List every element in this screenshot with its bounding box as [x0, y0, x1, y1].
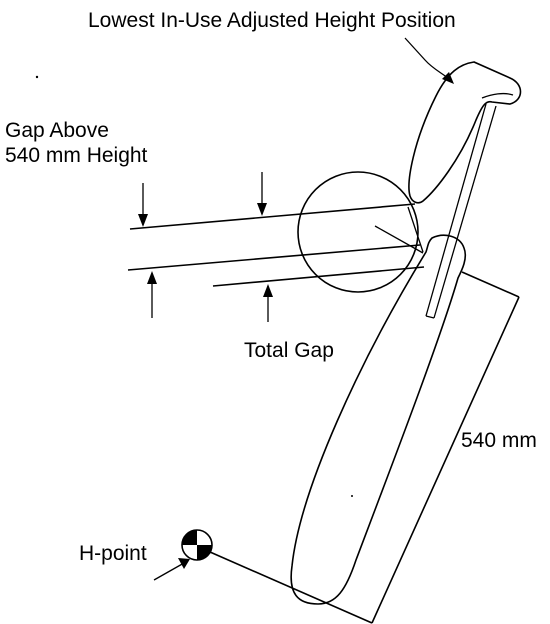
gap-above-arrow-left: [138, 183, 148, 227]
seat-back-outline: [290, 234, 467, 605]
gap-angle-lines: [374, 206, 424, 254]
upper-reference-line: [129, 203, 416, 230]
speck-mark: [351, 495, 353, 497]
lowest-position-arrow: [404, 37, 454, 84]
total-gap-arrow: [263, 284, 273, 322]
lowest-position-label: Lowest In-Use Adjusted Height Position: [88, 9, 456, 32]
dimension-540-label: 540 mm: [461, 429, 537, 452]
gap-detail-circle: [297, 171, 419, 293]
gap-below-arrow: [147, 271, 157, 318]
h-point-to-base-line: [209, 551, 373, 624]
total-gap-label: Total Gap: [244, 339, 334, 362]
head-restraint-inner-outline: [481, 92, 514, 99]
h-point-arrow: [153, 558, 190, 581]
dimension-540-line: [371, 271, 520, 624]
speck-mark: [35, 75, 39, 79]
gap-above-label-line2: 540 mm Height: [5, 144, 148, 167]
h-point-icon: [181, 529, 213, 561]
gap-above-arrow-right: [257, 172, 267, 216]
middle-reference-line: [127, 244, 421, 271]
head-restraint-outline: [408, 61, 522, 204]
gap-above-label-line1: Gap Above: [5, 119, 109, 142]
support-post: [425, 103, 497, 319]
h-point-label: H-point: [79, 542, 147, 565]
